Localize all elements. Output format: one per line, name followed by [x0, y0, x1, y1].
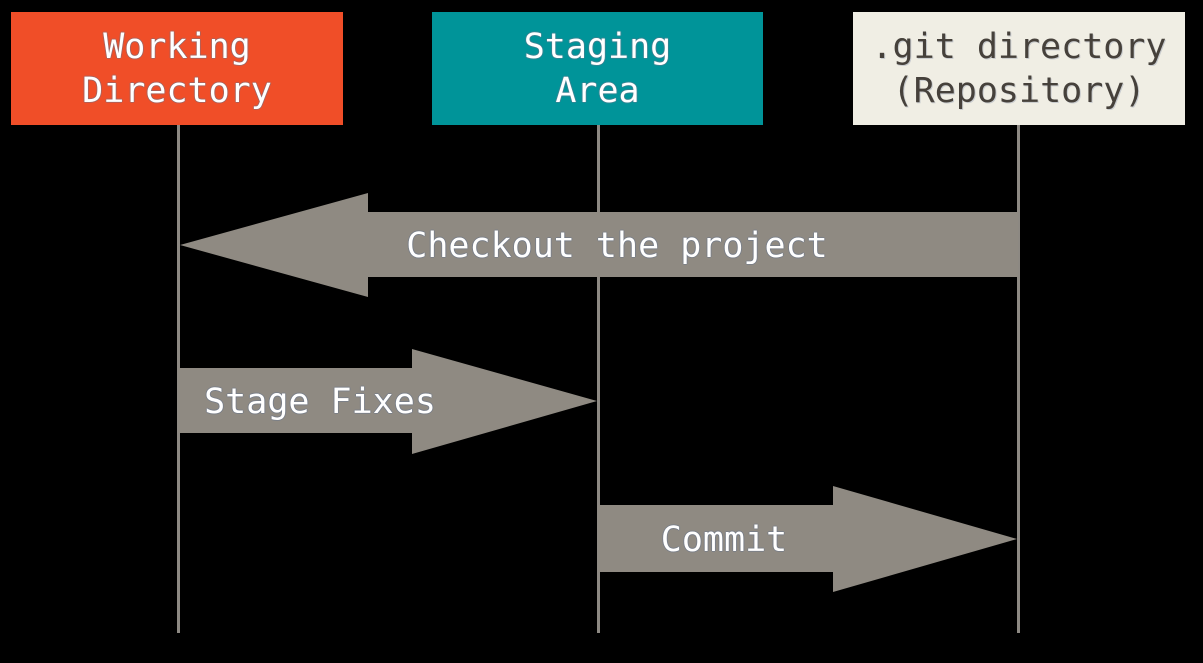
git-directory-lifeline — [1017, 125, 1020, 633]
commit-arrow-label: Commit — [660, 520, 788, 560]
checkout-arrow-label: Checkout the project — [406, 226, 828, 266]
git-directory-label-line1: .git directory — [871, 26, 1167, 67]
staging-area-lifeline — [597, 125, 600, 633]
git-directory-box: .git directory (Repository) — [853, 12, 1185, 125]
stage-fixes-arrow-label: Stage Fixes — [204, 382, 436, 422]
stage-fixes-arrow — [178, 349, 597, 454]
working-directory-box: Working Directory — [11, 12, 343, 125]
staging-area-label-line1: Staging — [523, 26, 672, 67]
checkout-arrow — [180, 193, 1018, 297]
git-directory-label-line2: (Repository) — [892, 70, 1146, 111]
commit-arrow — [598, 486, 1017, 592]
staging-area-box: Staging Area — [432, 12, 763, 125]
working-directory-label-line2: Directory — [82, 70, 272, 111]
working-directory-label-line1: Working — [103, 26, 251, 67]
staging-area-label-line2: Area — [555, 70, 640, 111]
